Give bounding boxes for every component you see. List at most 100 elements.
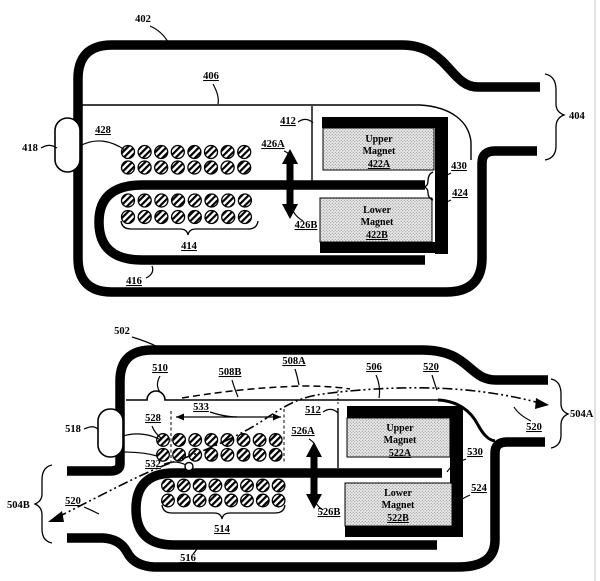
coil-symbol [120,144,136,160]
leader-412 [297,118,314,124]
coil-symbol [120,160,136,175]
coil-symbol [271,493,286,508]
coil-symbol [120,193,136,208]
coil-symbol [176,478,191,493]
vent-518 [97,408,124,458]
ref-label-430: 430 [451,161,467,172]
path-508b [181,385,351,399]
ref-label-428: 428 [95,125,111,136]
leader-530 [446,458,467,473]
coil-symbol [172,447,187,462]
brace-430-gap [423,171,434,201]
ref-label-502: 502 [114,326,130,337]
coil-array-514 [161,478,286,508]
ref-label-426a: 426A [261,139,285,150]
ref-label-516: 516 [180,553,196,564]
coil-symbol [137,160,152,175]
coil-symbol [208,478,223,493]
upper-magnet-label: Upper Magnet 422A [363,134,396,170]
coil-loop-514-plate [131,468,442,550]
coil-symbol [187,160,202,175]
coil-symbol [187,193,202,208]
coil-symbol [137,144,152,160]
sound-path-520 [48,387,549,522]
coil-symbol [220,160,235,175]
coil-symbol [203,144,219,160]
ref-label-504a: 504A [570,409,594,420]
coil-symbol [204,433,219,447]
coil-symbol [187,144,202,160]
lower-magnet-line1: Lower [363,205,391,216]
motion-arrow-526 [306,442,322,509]
upper-magnet-line1: Upper [365,134,393,145]
upper-magnet-522a [346,417,451,458]
housing-outline-402 [73,40,540,297]
upper-magnet-ref: 422A [368,159,391,170]
reference-numerals-fig4: 402 406 412 404 418 428 426A 426B 414 41… [22,14,585,287]
upper-magnet-line2: Magnet [363,146,396,157]
coil-symbol [237,193,253,208]
coil-symbol [236,447,251,462]
coil-symbol [224,493,239,508]
leader-508a [294,368,300,386]
ref-label-510: 510 [152,363,168,374]
yoke-top-bar [322,117,448,128]
brace-504b [33,464,53,544]
coil-symbol [154,160,169,175]
ref-label-532: 532 [145,459,161,470]
leader-426a [283,150,291,161]
leader-520-right [513,406,532,422]
brace-504a [550,378,570,449]
lower-magnet-line2: Magnet [361,217,394,228]
yoke-bottom-bar [345,526,455,537]
ref-label-528: 528 [145,413,161,424]
notch-532 [184,461,194,472]
yoke-top-bar [347,406,458,418]
coil-symbol [170,160,185,175]
vent-418 [54,117,81,173]
leader-424 [438,199,452,209]
leader-lines-fig4 [40,25,452,279]
coil-symbol [203,160,219,175]
coil-symbol [252,433,267,447]
ref-label-514: 514 [214,524,231,535]
coil-symbol [137,193,152,208]
lower-magnet-422b [319,197,433,243]
ref-label-424: 424 [452,188,469,199]
upper-magnet-ref: 522A [389,448,412,459]
leader-426b [292,210,304,222]
coil-symbol [268,447,283,462]
coil-symbol [220,447,235,462]
upper-magnet-422a [322,127,435,171]
leader-532 [163,461,187,466]
coil-symbol [192,478,207,493]
coil-symbol [271,478,286,493]
leader-524 [457,494,471,504]
coil-symbol [187,209,202,225]
coil-symbol [204,193,219,208]
leader-518 [83,426,99,430]
coil-symbol [176,493,191,508]
wire-528-lower [122,451,158,457]
coil-symbol [221,209,236,225]
ref-label-530: 530 [467,447,483,458]
leader-506 [375,374,381,399]
membrane-506 [126,390,438,401]
leader-406 [212,83,219,105]
lower-magnet-ref: 422B [366,230,388,241]
ref-label-520-top: 520 [423,362,439,373]
lower-magnet-label: Lower Magnet 522B [382,488,415,524]
ref-label-406: 406 [203,71,219,82]
coil-symbol [220,144,235,160]
coil-symbol [188,447,203,462]
leader-402 [149,25,169,43]
leader-526a [308,438,316,450]
ref-label-526a: 526A [291,426,315,437]
upper-magnet-label: Upper Magnet 522A [384,423,417,459]
housing-outline-502-upper [67,345,548,476]
ref-label-426b: 426B [295,220,318,231]
coil-symbol [170,193,186,208]
coil-symbol [156,447,170,462]
